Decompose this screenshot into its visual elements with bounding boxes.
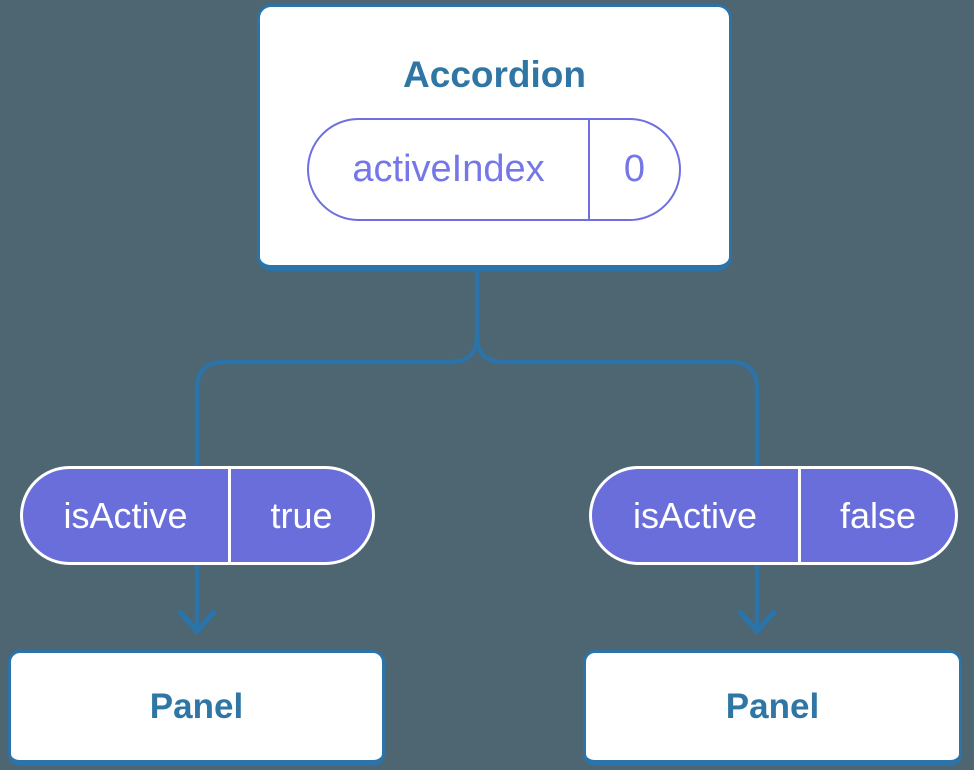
prop-pill-isactive-false: isActive false [589,466,958,565]
connector-branch-left [194,335,480,628]
panel-node-label: Panel [149,686,244,726]
arrowhead-right-icon [736,609,778,636]
connector-branch-right [474,335,760,628]
prop-pill-name: isActive [23,469,231,562]
panel-node-left: Panel [8,650,385,766]
prop-pill-name: isActive [592,469,801,562]
panel-node-right: Panel [583,650,962,766]
state-pill-name: activeIndex [309,120,590,219]
state-pill-activeindex: activeIndex 0 [307,118,681,221]
prop-pill-value: true [270,494,333,536]
state-pill-value: 0 [623,148,646,190]
arrowhead-left-icon [176,609,218,636]
prop-pill-value: false [839,494,917,536]
panel-node-label: Panel [725,686,820,726]
prop-pill-isactive-true: isActive true [20,466,375,565]
accordion-node-title: Accordion [403,54,586,95]
accordion-node: Accordion activeIndex 0 [257,4,732,271]
